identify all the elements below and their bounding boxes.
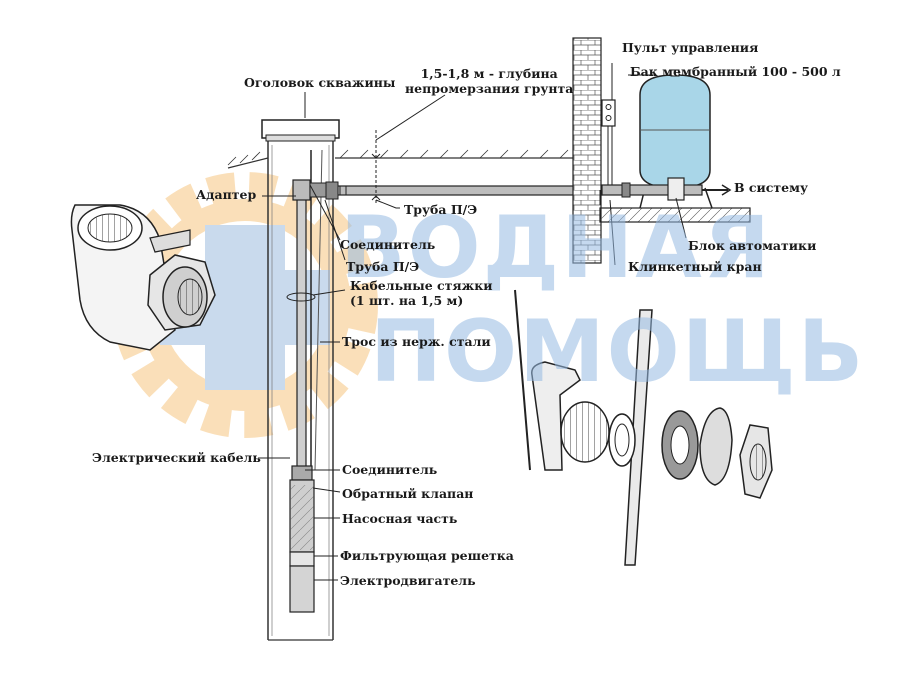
horizontal-pipe: [325, 181, 603, 200]
label-automation-block: Блок автоматики: [688, 238, 817, 253]
label-connector-bottom: Соединитель: [342, 462, 438, 477]
depth-marker: [371, 94, 446, 209]
label-gate-valve: Клинкетный кран: [628, 259, 762, 274]
automation-block: [601, 177, 732, 201]
label-control-panel: Пульт управления: [622, 40, 759, 55]
label-to-system: В систему: [734, 180, 808, 195]
adapter-closeup: [70, 204, 216, 351]
pump-assembly: [289, 465, 315, 613]
label-filter-grid: Фильтрующая решетка: [340, 548, 514, 563]
label-wellhead: Оголовок скважины: [244, 75, 396, 90]
label-pipe-pe-horizontal: Труба П/Э: [404, 202, 478, 217]
label-check-valve: Обратный клапан: [342, 486, 474, 501]
label-steel-rope: Трос из нерж. стали: [342, 334, 491, 349]
label-depth: 1,5-1,8 м - глубина непромерзания грунта: [405, 66, 574, 96]
label-tank: Бак мембранный 100 - 500 л: [630, 64, 841, 79]
control-panel: [601, 99, 616, 186]
ground: [227, 149, 575, 169]
label-electric-cable: Электрический кабель: [92, 450, 261, 465]
watermark-line-2: ПОМОЩЬ: [370, 302, 866, 402]
exploded-fitting: [514, 289, 773, 566]
label-pipe-pe-vertical: Труба П/Э: [346, 259, 420, 274]
label-cable-ties: Кабельные стяжки (1 шт. на 1,5 м): [350, 278, 493, 308]
watermark-line-1: ВОДНАЯ: [340, 198, 773, 298]
label-connector-top: Соединитель: [340, 237, 436, 252]
label-motor: Электродвигатель: [340, 573, 476, 588]
label-pump-part: Насосная часть: [342, 511, 458, 526]
label-adapter: Адаптер: [196, 187, 257, 202]
leader-lines: [258, 63, 687, 581]
floor-slab: [599, 207, 751, 223]
brick-wall: [572, 37, 602, 264]
wellhead-cap: [261, 119, 340, 142]
